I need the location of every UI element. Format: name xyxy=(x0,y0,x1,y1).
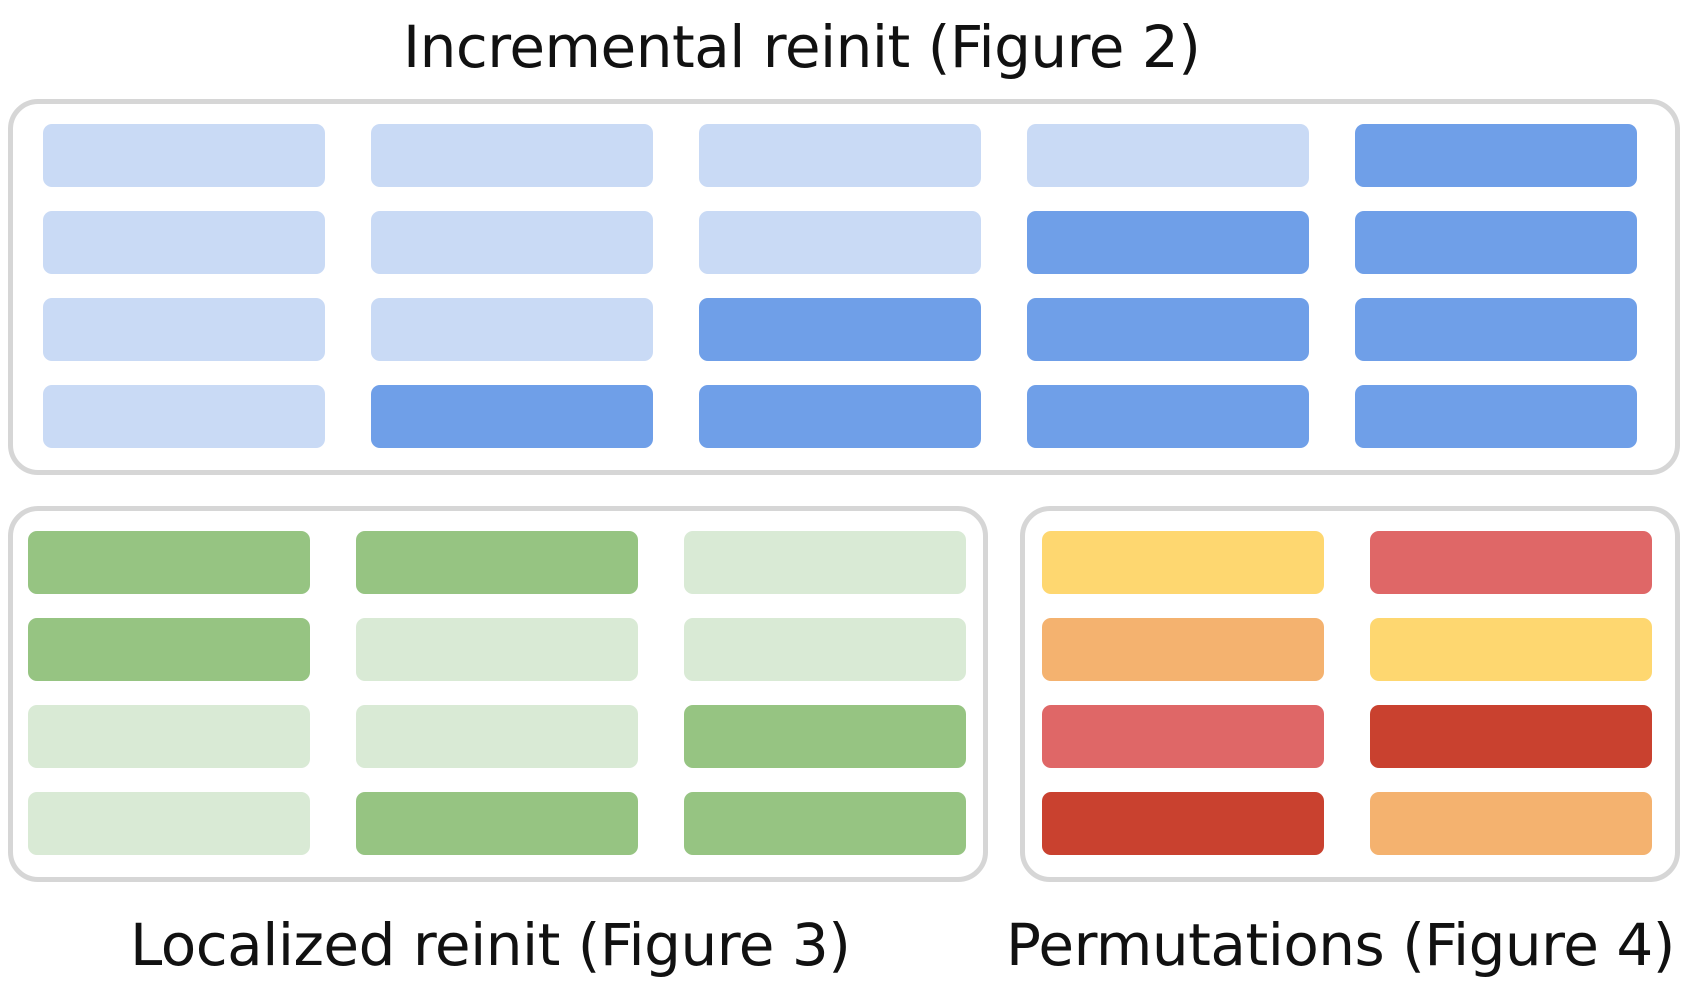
localized-block-c1-r2 xyxy=(28,618,310,681)
incremental-block-c3-r3 xyxy=(699,298,981,361)
title-localized-reinit: Localized reinit (Figure 3) xyxy=(130,911,851,979)
localized-block-c1-r4 xyxy=(28,792,310,855)
incremental-block-c1-r3 xyxy=(43,298,325,361)
title-incremental-reinit: Incremental reinit (Figure 2) xyxy=(403,13,1201,81)
incremental-block-c2-r2 xyxy=(371,211,653,274)
incremental-block-c1-r2 xyxy=(43,211,325,274)
localized-block-c2-r3 xyxy=(356,705,638,768)
incremental-block-c1-r1 xyxy=(43,124,325,187)
localized-block-c2-r2 xyxy=(356,618,638,681)
panel-localized-reinit xyxy=(8,506,988,882)
permutations-block-c1-r4 xyxy=(1042,792,1324,855)
localized-block-c3-r4 xyxy=(684,792,966,855)
localized-block-c2-r1 xyxy=(356,531,638,594)
incremental-block-c2-r1 xyxy=(371,124,653,187)
incremental-block-c3-r2 xyxy=(699,211,981,274)
incremental-block-c2-r4 xyxy=(371,385,653,448)
incremental-block-c5-r2 xyxy=(1355,211,1637,274)
permutations-block-c1-r2 xyxy=(1042,618,1324,681)
panel-incremental-reinit xyxy=(8,99,1680,475)
incremental-block-c4-r1 xyxy=(1027,124,1309,187)
incremental-block-c4-r2 xyxy=(1027,211,1309,274)
localized-block-c1-r3 xyxy=(28,705,310,768)
localized-block-c3-r3 xyxy=(684,705,966,768)
panel-permutations xyxy=(1020,506,1680,882)
localized-block-c1-r1 xyxy=(28,531,310,594)
permutations-block-c1-r1 xyxy=(1042,531,1324,594)
incremental-block-c5-r3 xyxy=(1355,298,1637,361)
localized-block-c2-r4 xyxy=(356,792,638,855)
incremental-block-c3-r4 xyxy=(699,385,981,448)
permutations-block-c2-r2 xyxy=(1370,618,1652,681)
localized-block-c3-r1 xyxy=(684,531,966,594)
permutations-block-c2-r4 xyxy=(1370,792,1652,855)
incremental-block-c5-r4 xyxy=(1355,385,1637,448)
permutations-block-c2-r1 xyxy=(1370,531,1652,594)
incremental-block-c1-r4 xyxy=(43,385,325,448)
incremental-block-c5-r1 xyxy=(1355,124,1637,187)
incremental-block-c4-r4 xyxy=(1027,385,1309,448)
incremental-block-c3-r1 xyxy=(699,124,981,187)
incremental-block-c2-r3 xyxy=(371,298,653,361)
permutations-block-c1-r3 xyxy=(1042,705,1324,768)
localized-block-c3-r2 xyxy=(684,618,966,681)
title-permutations: Permutations (Figure 4) xyxy=(1006,911,1675,979)
incremental-block-c4-r3 xyxy=(1027,298,1309,361)
permutations-block-c2-r3 xyxy=(1370,705,1652,768)
